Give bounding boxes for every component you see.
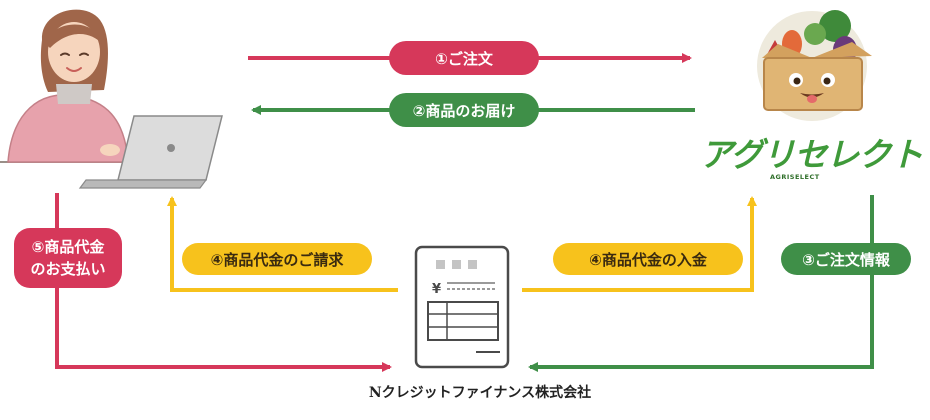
agriselect-logo: アグリセレクト AGRISELECT (700, 135, 930, 182)
brand-sub-label: AGRISELECT (770, 173, 820, 181)
brand-name: アグリセレクト (700, 135, 923, 174)
payment-step-line2: のお支払い (30, 260, 106, 278)
billing-step-label: ④商品代金のご請求 (182, 243, 372, 275)
order-info-arrow (528, 195, 874, 372)
svg-text:¥: ¥ (432, 282, 441, 297)
payment-step-line1: ⑤商品代金 (31, 238, 105, 256)
billing-arrow (167, 196, 398, 292)
delivery-step-label: ②商品のお届け (389, 93, 539, 127)
vegetable-box-mascot-icon (757, 10, 872, 121)
deposit-step-label: ④商品代金の入金 (553, 243, 743, 275)
payment-step-label: ⑤商品代金 のお支払い (14, 228, 122, 288)
order-step-label: ①ご注文 (389, 41, 539, 75)
customer-illustration-icon (0, 9, 223, 189)
deposit-arrow (522, 196, 757, 292)
order-info-step-label: ③ご注文情報 (781, 243, 911, 275)
company-name: Nクレジットファイナンス株式会社 (368, 385, 592, 401)
invoice-document-icon: ¥ (414, 245, 510, 369)
